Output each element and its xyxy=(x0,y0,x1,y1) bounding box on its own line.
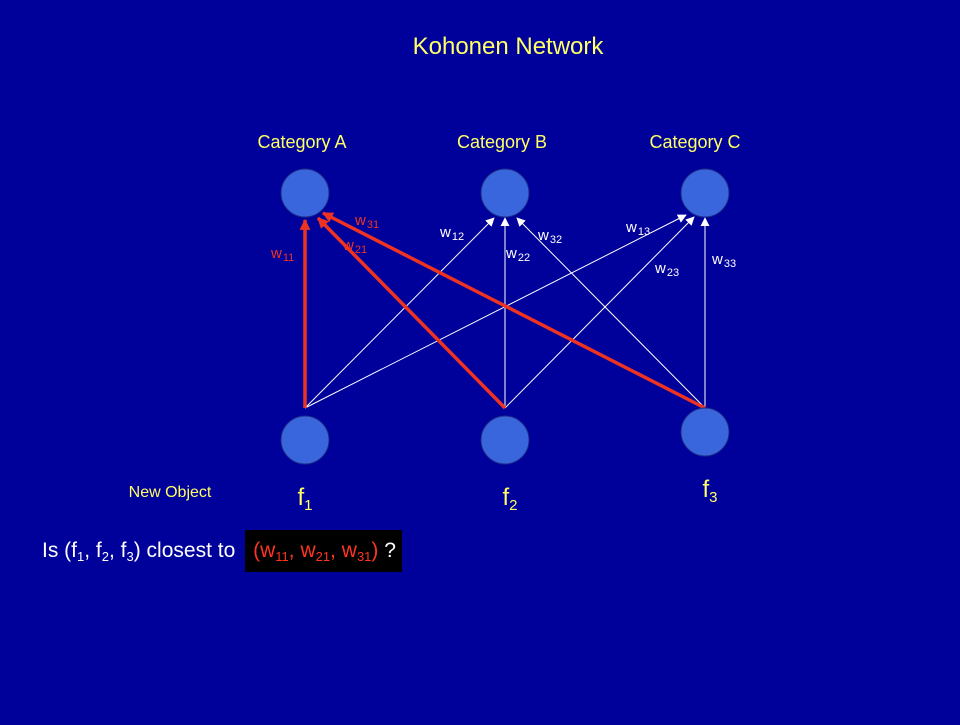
question-sub: 1 xyxy=(77,549,85,564)
answer-part: , w xyxy=(288,539,316,562)
edge-f1-to-c xyxy=(304,214,687,409)
category-node-a xyxy=(280,168,330,218)
edge-f2-to-a xyxy=(316,216,507,410)
question-part: , f xyxy=(108,539,127,562)
diagram-title: Kohonen Network xyxy=(413,33,605,60)
weight-label-w32: w32 xyxy=(537,227,562,246)
answer-part: ) xyxy=(371,539,379,562)
category-node-b xyxy=(480,168,530,218)
weight-label-w12: w12 xyxy=(439,224,464,243)
input-label-f2: f2 xyxy=(502,484,517,514)
input-label-f3: f3 xyxy=(702,476,717,506)
answer-sub: 21 xyxy=(315,549,331,564)
edge-f1-to-b xyxy=(304,217,495,409)
edge-f3-to-a xyxy=(322,211,706,410)
category-label-a: Category A xyxy=(257,132,346,152)
input-node-f2 xyxy=(480,415,530,465)
weight-label-w21: w21 xyxy=(342,237,367,256)
category-label-c: Category C xyxy=(649,132,740,152)
input-node-f3 xyxy=(680,407,730,457)
question-sub: 2 xyxy=(101,549,109,564)
new-object-label: New Object xyxy=(129,484,212,501)
answer-part: (w xyxy=(253,539,276,562)
answer-sub: 11 xyxy=(275,549,289,564)
answer-part: , w xyxy=(330,539,357,562)
weight-label-w11: w11 xyxy=(270,245,294,264)
category-node-c xyxy=(680,168,730,218)
weight-label-w13: w13 xyxy=(625,219,650,238)
question-part: , f xyxy=(84,539,102,562)
weight-label-w22: w22 xyxy=(505,245,530,264)
edge-f2-to-c xyxy=(504,216,695,409)
answer-question-mark: ? xyxy=(378,539,396,562)
input-node-f1 xyxy=(280,415,330,465)
question-sub: 3 xyxy=(126,549,134,564)
question-text: Is (f1, f2, f3) closest to (w11, w21, w3… xyxy=(42,530,402,572)
edge-f3-to-b xyxy=(516,217,706,409)
question-part: ) closest to xyxy=(133,539,236,562)
answer-box: (w11, w21, w31) ? xyxy=(245,530,402,572)
question-part: Is (f xyxy=(42,539,77,562)
weight-label-w33: w33 xyxy=(711,251,736,270)
weight-label-w31: w31 xyxy=(354,212,379,231)
input-label-f1: f1 xyxy=(297,484,312,514)
weight-label-w23: w23 xyxy=(654,260,679,279)
category-label-b: Category B xyxy=(457,132,547,152)
answer-sub: 31 xyxy=(356,549,372,564)
